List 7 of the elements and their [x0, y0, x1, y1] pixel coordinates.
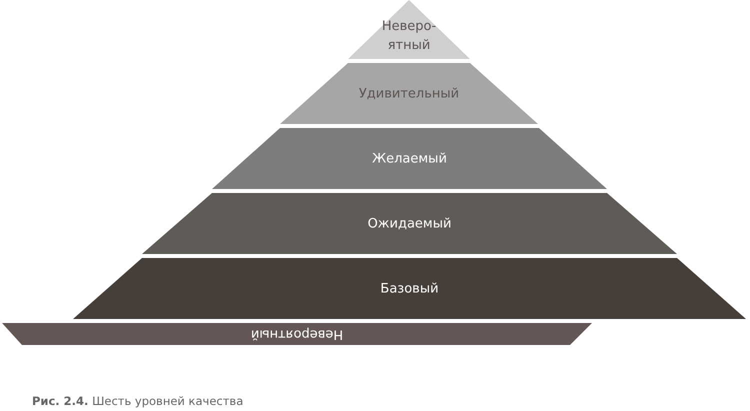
- tier-label: Неверо- ятный: [380, 18, 438, 54]
- figure-caption: Рис. 2.4. Шесть уровней качества: [32, 394, 244, 408]
- upside-down-label: Невероятный: [250, 326, 344, 342]
- tier-label: Ожидаемый: [366, 216, 452, 231]
- tier-label: Желаемый: [371, 151, 448, 166]
- tier-label: Удивительный: [358, 86, 460, 101]
- tier-label: Базовый: [379, 281, 440, 296]
